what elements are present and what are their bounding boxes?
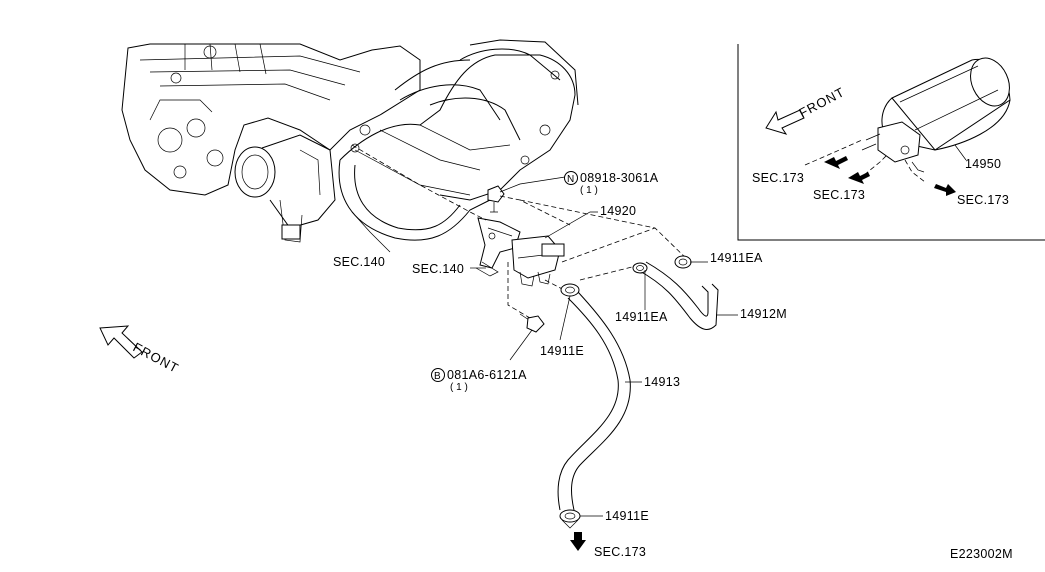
hose-m-part-number: 14912M: [740, 307, 787, 321]
sec173-inset-left-label: SEC.173: [752, 171, 804, 185]
arrow-right-icon: [934, 184, 956, 196]
sec173-inset-mid-label: SEC.173: [813, 188, 865, 202]
bolt-symbol-letter: B: [434, 371, 441, 382]
sec173-inset-right-label: SEC.173: [957, 193, 1009, 207]
engine-intake-manifold-illustration: [121, 39, 579, 243]
clamp-ea-upper-part-number: 14911EA: [710, 251, 763, 265]
bolt-part-number: 081A6-6121A: [447, 368, 527, 382]
front-label-inset: FRONT: [796, 84, 847, 121]
sec140-lower-label: SEC.140: [412, 262, 464, 276]
front-arrow-inset: [765, 109, 805, 135]
sec173-bottom-label: SEC.173: [594, 545, 646, 559]
nut-symbol-circle: [564, 171, 578, 185]
valve-part-number: 14920: [600, 204, 636, 218]
canister-part-number: 14950: [965, 157, 1001, 171]
sec173-arrows: [570, 156, 956, 551]
clamp-e-upper-part-number: 14911E: [540, 344, 584, 358]
arrow-left-icon: [848, 172, 870, 184]
arrow-left-icon: [824, 156, 848, 169]
bolt-symbol-circle: [431, 368, 445, 382]
nut-part-number: 08918-3061A: [580, 171, 659, 185]
leader-lines: [351, 144, 967, 517]
hoses: [557, 255, 719, 529]
sec140-upper-label: SEC.140: [333, 255, 385, 269]
purge-valve-assembly: [475, 185, 565, 287]
diagram-id: E223002M: [950, 547, 1013, 561]
nut-qty: ( 1 ): [580, 185, 598, 196]
bolt-qty: ( 1 ): [450, 382, 468, 393]
nut-symbol-letter: N: [567, 174, 574, 185]
front-arrow-main: [99, 325, 143, 359]
canister-inset: [737, 44, 1045, 241]
front-label-main: FRONT: [131, 339, 182, 376]
bolt-part: [519, 313, 545, 333]
hose-main-part-number: 14913: [644, 375, 680, 389]
arrow-down-icon: [570, 532, 586, 551]
clamp-e-lower-part-number: 14911E: [605, 509, 649, 523]
clamp-ea-lower-part-number: 14911EA: [615, 310, 668, 324]
assembly-guide-lines: [351, 139, 926, 319]
